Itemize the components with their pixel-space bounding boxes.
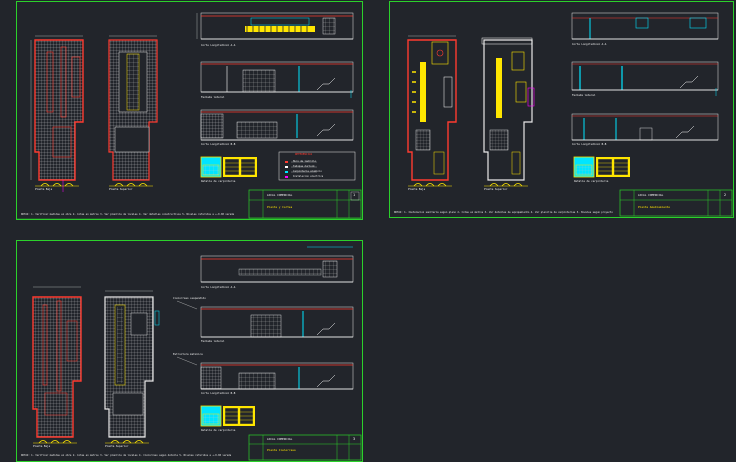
plan-label: Planta Baja	[35, 188, 53, 191]
section-facade	[571, 61, 719, 96]
title-block-project: LOCAL COMERCIAL	[267, 437, 293, 441]
drawing-sheet-3[interactable]: Planta Baja Planta Superior Corte Longit…	[16, 240, 363, 462]
window-detail	[573, 156, 630, 178]
section-label: Fachada lateral	[201, 96, 225, 99]
drawing-sheet-1[interactable]: Planta Baja Planta Superior Corte Longit…	[16, 1, 363, 220]
title-block-drawing: Planta Amoblamiento	[638, 205, 670, 209]
legend-item: Carpinteria aluminio	[293, 170, 322, 173]
detail-label: Detalle de carpinteria	[574, 180, 609, 183]
plan-upper-floor	[108, 35, 158, 187]
sheet-1-drawing	[17, 12, 362, 219]
title-block-drawing: Planta y Cortes	[267, 205, 293, 209]
legend-item: Instalacion electrica	[293, 175, 324, 178]
callout-label: Estructura metalica	[173, 353, 203, 356]
plan-label: Planta Baja	[408, 188, 426, 191]
legend-box	[278, 151, 356, 181]
section-facade	[176, 300, 354, 338]
section-b	[571, 113, 719, 141]
legend-item: Muro de ladrillo	[293, 160, 317, 163]
section-label: Corte Longitudinal B-B	[201, 143, 236, 146]
plan-label: Planta Superior	[105, 445, 129, 448]
section-a	[200, 246, 354, 283]
section-label: Corte Longitudinal B-B	[201, 392, 236, 395]
title-block	[248, 434, 362, 461]
plan-label: Planta Baja	[33, 445, 51, 448]
general-notes: NOTAS: 1- Verificar medidas en obra 2- C…	[21, 454, 232, 457]
window-detail	[200, 156, 257, 178]
section-b	[200, 109, 354, 141]
sheet-3-drawing	[32, 246, 362, 461]
section-label: Corte Longitudinal A-A	[201, 286, 236, 289]
section-label: Corte Longitudinal B-B	[572, 143, 607, 146]
legend-item: Tabique durlock	[293, 165, 315, 168]
window-detail	[200, 405, 255, 427]
callout-label: Cielorraso suspendido	[173, 297, 206, 300]
title-block-project: LOCAL COMERCIAL	[267, 193, 293, 197]
general-notes: NOTAS: 1- Verificar medidas en obra 2- C…	[21, 213, 235, 216]
legend-title: REFERENCIAS	[295, 153, 313, 156]
title-block-project: LOCAL COMERCIAL	[638, 193, 664, 197]
section-label: Fachada lateral	[201, 340, 225, 343]
plan-label: Planta Superior	[109, 188, 133, 191]
general-notes: NOTAS: 1- Instalacion sanitaria segun pl…	[394, 211, 613, 214]
title-block-drawing: Planta Cielorraso	[267, 448, 296, 452]
title-block	[248, 189, 362, 219]
section-facade	[200, 61, 354, 98]
sheet-number: 1	[353, 193, 356, 197]
plan-upper-floor	[104, 290, 160, 444]
section-a	[196, 12, 354, 40]
detail-label: Detalle de carpinteria	[201, 180, 236, 183]
section-label: Fachada lateral	[572, 94, 596, 97]
detail-label: Detalle de carpinteria	[201, 429, 236, 432]
plan-ground-floor	[30, 35, 84, 192]
sheet-2-drawing	[407, 12, 733, 217]
section-a	[571, 12, 719, 40]
plan-ground-floor	[32, 286, 82, 444]
section-label: Corte Longitudinal A-A	[572, 43, 607, 46]
plan-ground-floor	[407, 35, 457, 187]
plan-label: Planta Superior	[484, 188, 508, 191]
section-label: Corte Longitudinal A-A	[201, 44, 236, 47]
sheet-number: 3	[353, 437, 356, 441]
drawing-sheet-2[interactable]: Planta Baja Planta Superior Corte Longit…	[389, 1, 734, 218]
section-b	[176, 356, 354, 390]
title-block	[619, 189, 733, 217]
sheet-number: 2	[724, 193, 727, 197]
plan-upper-floor	[481, 37, 535, 187]
